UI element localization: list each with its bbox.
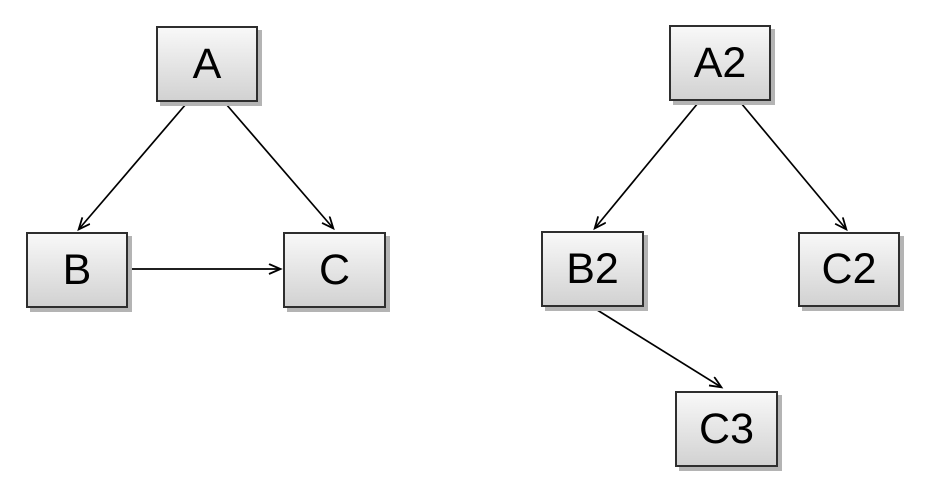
node-A: A xyxy=(156,26,258,102)
node-C: C xyxy=(283,232,386,308)
node-label: C3 xyxy=(699,404,754,453)
node-C2: C2 xyxy=(798,232,900,307)
node-label: C xyxy=(318,245,351,294)
node-label: C2 xyxy=(821,245,877,293)
node-B: B xyxy=(26,232,128,308)
edge-A2-B2 xyxy=(595,102,699,228)
node-C3: C3 xyxy=(675,391,778,467)
node-label: A xyxy=(192,39,222,88)
edge-A2-C2 xyxy=(740,102,846,229)
edge-B2-C3 xyxy=(593,307,721,387)
edge-A-B xyxy=(79,103,187,229)
node-label: B2 xyxy=(566,244,619,293)
node-B2: B2 xyxy=(541,231,644,307)
node-label: B xyxy=(62,245,92,294)
node-A2: A2 xyxy=(669,25,771,101)
edge-A-C xyxy=(225,103,333,228)
node-label: A2 xyxy=(693,38,747,87)
